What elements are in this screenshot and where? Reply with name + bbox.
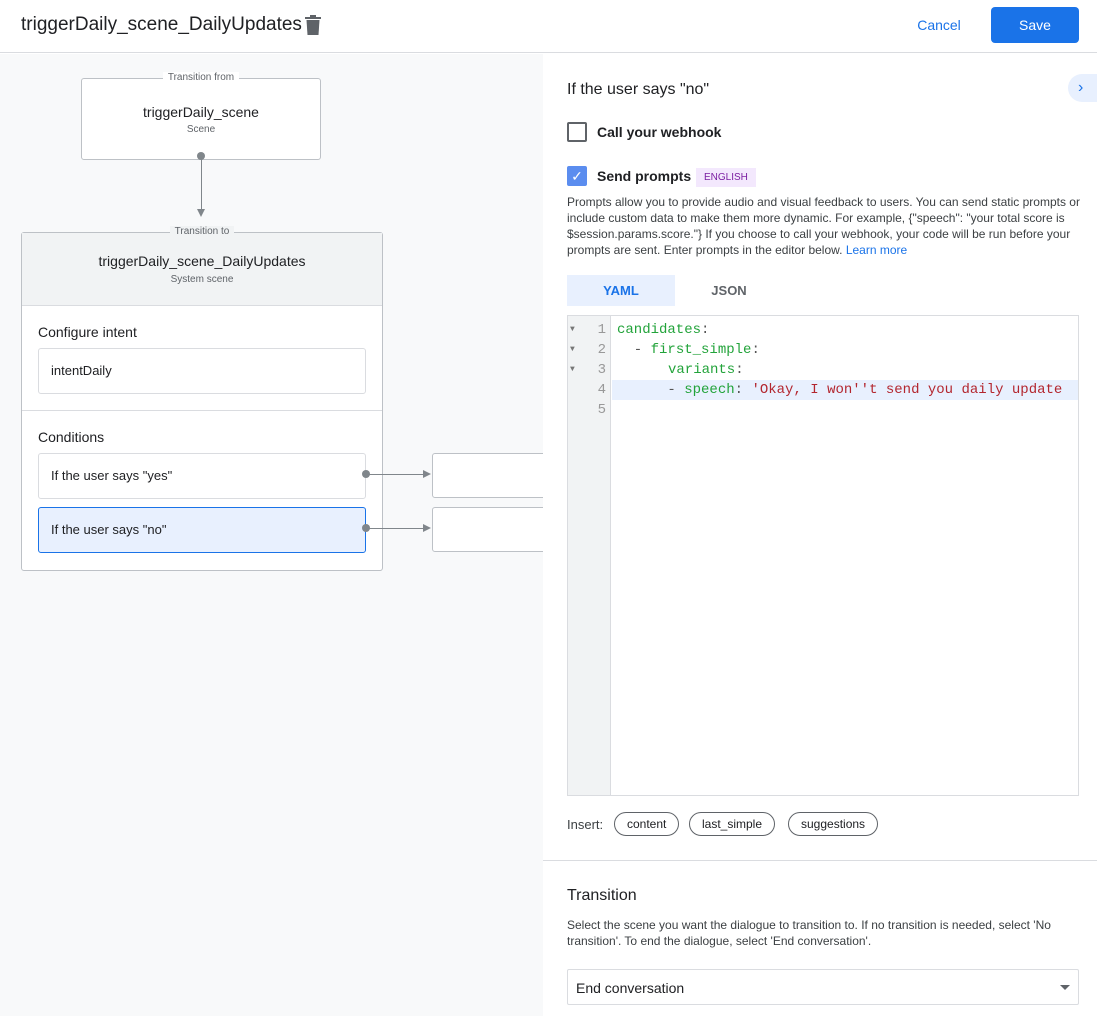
webhook-checkbox[interactable]	[567, 122, 587, 142]
line-number: 5	[597, 402, 606, 418]
node-tag: Transition from	[162, 72, 240, 83]
check-icon: ✓	[571, 168, 583, 184]
fold-icon[interactable]: ▼	[570, 325, 575, 334]
connector-dot	[197, 152, 205, 160]
code-line: variants:	[668, 362, 744, 378]
node-subtitle: System scene	[170, 274, 234, 285]
line-number: 1	[597, 322, 606, 338]
line-number: 3	[597, 362, 606, 378]
node-subtitle: Scene	[186, 124, 216, 135]
connector-line	[201, 158, 202, 210]
insert-suggestions-chip[interactable]: suggestions	[788, 812, 879, 836]
divider	[543, 860, 1097, 861]
page-title: triggerDaily_scene_DailyUpdates	[21, 14, 302, 35]
no-target-node[interactable]	[432, 507, 543, 552]
insert-content-chip[interactable]: content	[614, 812, 680, 836]
tab-json[interactable]: JSON	[711, 283, 747, 298]
dropdown-arrow-icon	[1060, 985, 1070, 990]
code-line-active: - speech: 'Okay, I won''t send you daily…	[612, 380, 1078, 400]
scene-canvas: Transition from triggerDaily_scene Scene…	[0, 54, 543, 1016]
line-number: 2	[597, 342, 606, 358]
panel-heading: If the user says "no"	[567, 81, 710, 98]
fold-icon[interactable]: ▼	[570, 365, 575, 374]
save-button[interactable]: Save	[991, 7, 1079, 43]
tab-yaml[interactable]: YAML	[567, 275, 675, 306]
code-editor[interactable]: ▼ 1 ▼ 2 ▼ 3 4 5 candidates: - first_simple:…	[567, 315, 1079, 796]
condition-yes[interactable]: If the user says "yes"	[38, 453, 366, 499]
insert-last-simple-chip[interactable]: last_simple	[689, 812, 776, 836]
send-prompts-label: Send prompts	[597, 168, 692, 184]
node-tag: Transition to	[169, 226, 235, 237]
cancel-button[interactable]: Cancel	[905, 9, 973, 41]
arrow-right-icon	[423, 470, 431, 478]
language-badge: ENGLISH	[696, 168, 756, 187]
connector-line	[366, 528, 424, 529]
code-line: - first_simple:	[617, 342, 760, 358]
conditions-label: Conditions	[38, 429, 105, 445]
transition-select[interactable]: End conversation	[567, 969, 1079, 1005]
line-number: 4	[597, 382, 606, 398]
node-title: triggerDaily_scene	[143, 104, 259, 120]
node-title: triggerDaily_scene_DailyUpdates	[98, 253, 306, 269]
delete-icon[interactable]	[305, 15, 321, 35]
configure-intent-label: Configure intent	[38, 324, 137, 340]
learn-more-link[interactable]: Learn more	[845, 243, 908, 257]
transition-description: Select the scene you want the dialogue t…	[567, 918, 1051, 948]
transition-from-node[interactable]: Transition from triggerDaily_scene Scene	[81, 72, 321, 160]
webhook-label: Call your webhook	[597, 124, 722, 140]
selected-value: End conversation	[576, 980, 685, 996]
connector-line	[366, 474, 424, 475]
top-bar: triggerDaily_scene_DailyUpdates Cancel S…	[0, 0, 1097, 53]
transition-title: Transition	[567, 887, 637, 904]
collapse-panel-button[interactable]: ›	[1068, 74, 1097, 102]
arrow-down-icon	[197, 209, 205, 217]
condition-no[interactable]: If the user says "no"	[38, 507, 366, 553]
send-prompts-checkbox[interactable]: ✓	[567, 166, 587, 186]
code-line: candidates:	[617, 322, 710, 338]
condition-panel: › If the user says "no" Call your webhoo…	[543, 54, 1097, 1016]
description-text: Prompts allow you to provide audio and v…	[567, 195, 1080, 257]
fold-icon[interactable]: ▼	[570, 345, 575, 354]
insert-label: Insert:	[567, 817, 604, 832]
editor-gutter: ▼ 1 ▼ 2 ▼ 3 4 5	[568, 316, 611, 795]
transition-to-node: Transition to triggerDaily_scene_DailyUp…	[21, 226, 383, 571]
prompts-description: Prompts allow you to provide audio and v…	[567, 194, 1082, 258]
intent-field[interactable]: intentDaily	[38, 348, 366, 394]
yes-target-node[interactable]	[432, 453, 543, 498]
arrow-right-icon	[423, 524, 431, 532]
